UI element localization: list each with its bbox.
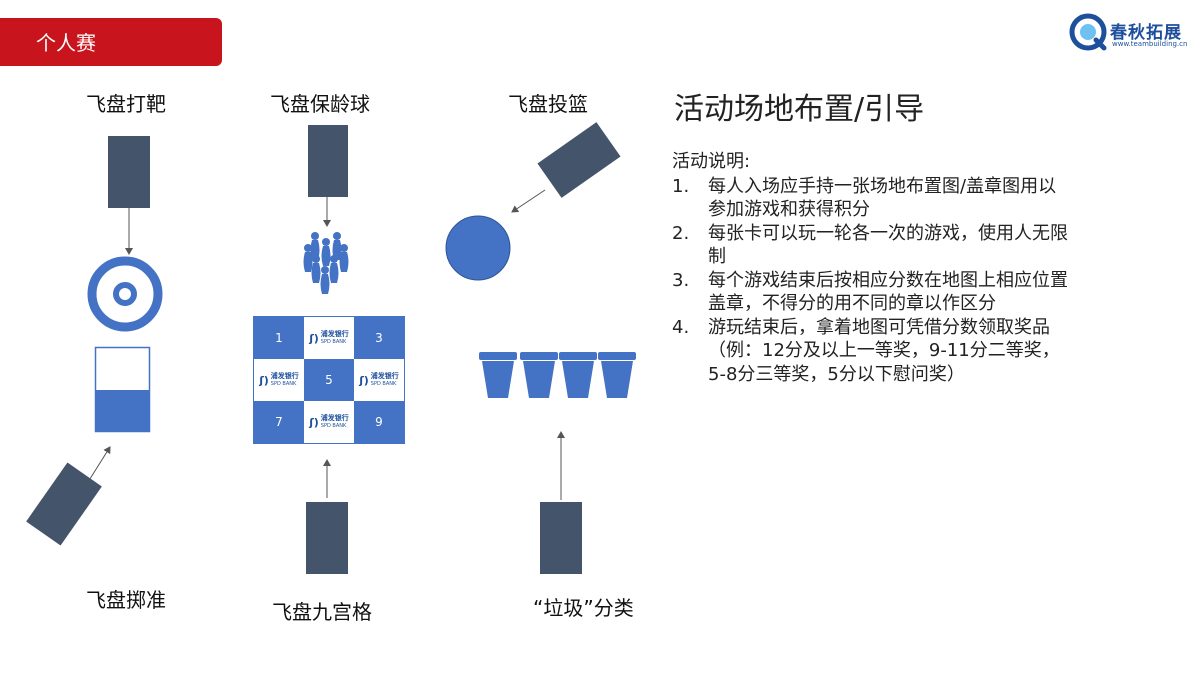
- bank-en: SPD BANK: [270, 381, 297, 387]
- bowling-pins-icon: [303, 232, 349, 294]
- station-label-accuracy: 飞盘掷准: [86, 588, 166, 612]
- grid-cell-3: 3: [354, 317, 404, 359]
- grid-cell-9: 9: [354, 401, 404, 443]
- bank-logo-icon: ʃ): [259, 373, 269, 387]
- list-item: 3.每个游戏结束后按相应分数在地图上相应位置盖章，不得分的用不同的章以作区分: [672, 269, 1068, 315]
- station-label-sorting: “垃圾”分类: [533, 596, 634, 620]
- throw-card-ninegrid: [306, 502, 348, 574]
- list-item: 1.每人入场应手持一张场地布置图/盖章图用以参加游戏和获得积分: [672, 175, 1057, 221]
- throw-card-sorting: [540, 502, 582, 574]
- bank-en: SPD BANK: [320, 339, 347, 345]
- basket-circle-icon: [445, 215, 511, 281]
- grid-cell-bank: ʃ) 浦发银行 SPD BANK: [304, 401, 354, 443]
- station-label-ninegrid: 飞盘九宫格: [272, 600, 372, 624]
- bank-logo-icon: ʃ): [309, 331, 319, 345]
- bank-name: 浦发银行: [370, 372, 399, 380]
- arrow-accuracy: [87, 446, 111, 483]
- grid-cell-5: 5: [304, 359, 354, 401]
- grid-cell-bank: ʃ) 浦发银行 SPD BANK: [354, 359, 404, 401]
- grid-cell-1: 1: [254, 317, 304, 359]
- bank-name: 浦发银行: [270, 372, 299, 380]
- banner-label: 个人赛: [36, 31, 96, 55]
- info-intro: 活动说明:: [672, 151, 751, 172]
- ninegrid-board: 1 ʃ) 浦发银行 SPD BANK 3 ʃ) 浦发银行 SPD BANK 5 …: [253, 316, 405, 444]
- logo-url: www.teambuilding.cn: [1112, 40, 1188, 48]
- throw-card-bowling: [308, 125, 348, 197]
- list-item: 2.每张卡可以玩一轮各一次的游戏，使用人无限制: [672, 222, 1068, 268]
- bank-name: 浦发银行: [320, 330, 349, 338]
- arrow-basket: [511, 189, 546, 213]
- bank-en: SPD BANK: [370, 381, 397, 387]
- info-description: 活动说明: 1.每人入场应手持一张场地布置图/盖章图用以参加游戏和获得积分 2.…: [672, 150, 1072, 386]
- bank-logo-icon: ʃ): [359, 373, 369, 387]
- station-label-target: 飞盘打靶: [86, 92, 166, 116]
- rules-list: 1.每人入场应手持一张场地布置图/盖章图用以参加游戏和获得积分 2.每张卡可以玩…: [672, 175, 1072, 387]
- list-item: 4.游玩结束后，拿着地图可凭借分数领取奖品（例：12分及以上一等奖，9-11分二…: [672, 316, 1060, 385]
- grid-cell-bank: ʃ) 浦发银行 SPD BANK: [304, 317, 354, 359]
- logo-name: 春秋拓展: [1110, 23, 1182, 43]
- grid-cell-7: 7: [254, 401, 304, 443]
- grid-cell-bank: ʃ) 浦发银行 SPD BANK: [254, 359, 304, 401]
- bank-en: SPD BANK: [320, 423, 347, 429]
- sorting-bins-icon: [479, 352, 636, 398]
- bank-logo-icon: ʃ): [309, 415, 319, 429]
- company-logo: 春秋拓展 www.teambuilding.cn: [1068, 8, 1188, 58]
- info-title: 活动场地布置/引导: [674, 92, 925, 127]
- target-icon: [87, 256, 163, 332]
- station-label-bowling: 飞盘保龄球: [270, 92, 370, 116]
- header-banner: 个人赛: [0, 18, 222, 66]
- bucket-icon: [94, 346, 151, 433]
- station-label-basket: 飞盘投篮: [508, 92, 588, 116]
- logo-icon: [1069, 13, 1107, 51]
- throw-card-target: [108, 136, 150, 208]
- bank-name: 浦发银行: [320, 414, 349, 422]
